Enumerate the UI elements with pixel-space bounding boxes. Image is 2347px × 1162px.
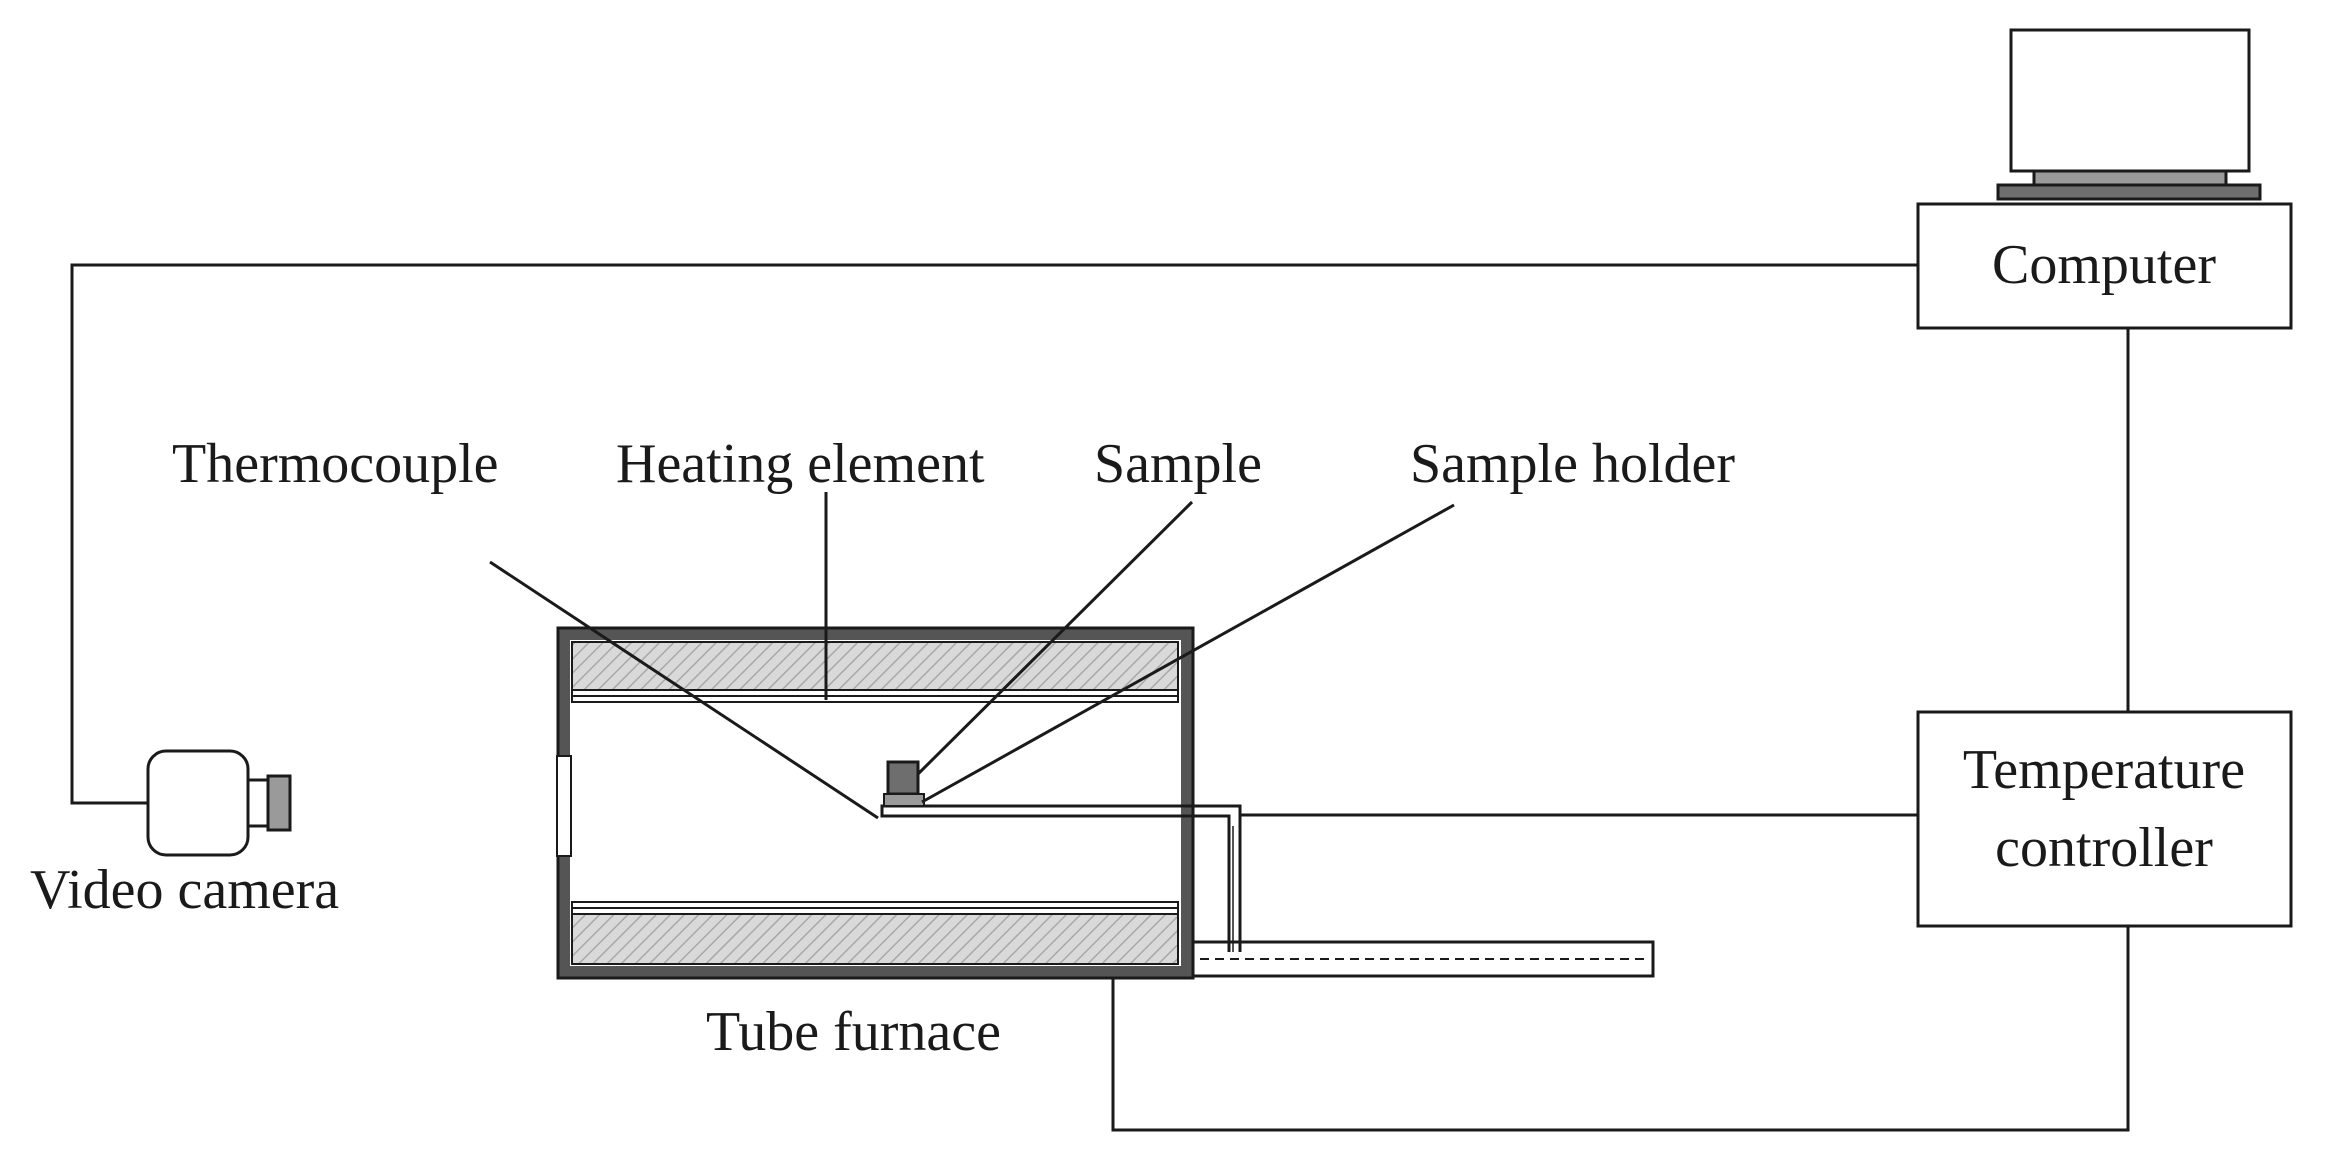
thermocouple-label: Thermocouple bbox=[172, 433, 499, 495]
temperature-controller: Temperature controller bbox=[1916, 710, 2293, 928]
wire-controller-to-heater bbox=[1111, 902, 2130, 1132]
temperature-controller-label-line1: Temperature bbox=[1963, 739, 2245, 801]
tube-furnace bbox=[556, 626, 1195, 980]
temperature-controller-label-line2: controller bbox=[1995, 817, 2213, 879]
sample-label: Sample bbox=[1094, 433, 1262, 495]
bottom-insulation bbox=[571, 913, 1179, 965]
sample-base bbox=[883, 793, 925, 807]
wiring bbox=[70, 263, 2130, 1132]
sample-block bbox=[886, 760, 920, 796]
wire-computer-to-camera bbox=[70, 263, 1918, 805]
computer-monitor-icon bbox=[1996, 28, 2262, 201]
viewing-window bbox=[556, 755, 572, 857]
computer-label: Computer bbox=[1992, 234, 2216, 296]
leader-sample-holder bbox=[921, 503, 1455, 804]
computer: Computer bbox=[1916, 28, 2293, 330]
heating-element-label: Heating element bbox=[616, 433, 985, 495]
leader-thermocouple bbox=[489, 560, 879, 820]
leader-sample bbox=[916, 500, 1194, 776]
sample-holder bbox=[880, 760, 1655, 978]
top-insulation bbox=[571, 641, 1179, 691]
computer-box bbox=[1916, 202, 2293, 330]
video-camera-label: Video camera bbox=[30, 859, 339, 921]
leader-lines bbox=[489, 492, 1455, 820]
tube-furnace-label: Tube furnace bbox=[706, 1001, 1001, 1063]
video-camera-icon bbox=[146, 749, 292, 857]
holder-rod bbox=[880, 804, 1242, 952]
sample-holder-label: Sample holder bbox=[1410, 433, 1735, 495]
temperature-controller-box bbox=[1916, 710, 2293, 928]
